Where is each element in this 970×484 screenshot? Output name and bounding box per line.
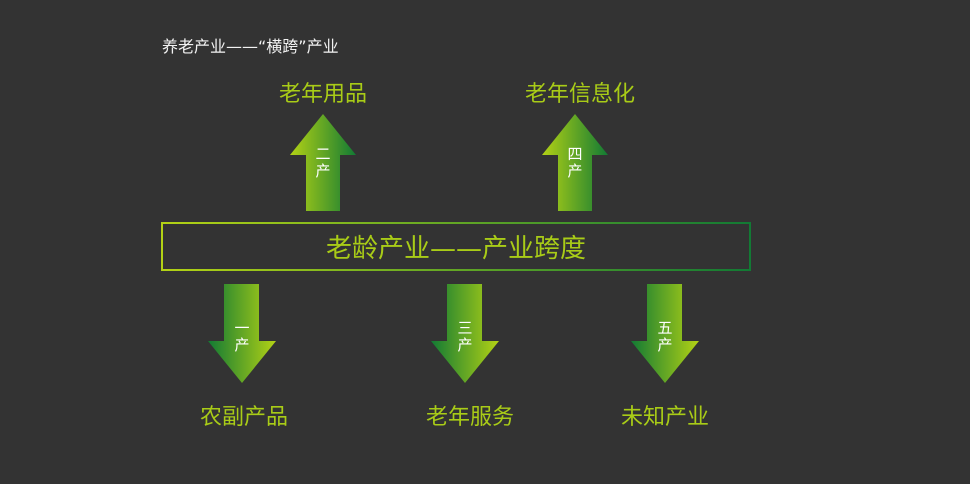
center-label: 老龄产业——产业跨度: [325, 234, 586, 264]
down-arrow-tertiary: 三产: [430, 283, 500, 384]
up-arrow-quaternary: 四产: [541, 112, 609, 212]
up-arrow-secondary: 二产: [289, 112, 357, 212]
up-label-elderly-products: 老年用品: [278, 82, 368, 107]
arrow-down-icon: [431, 284, 499, 383]
sector-label: 二产: [315, 145, 331, 180]
down-label-agricultural-products: 农副产品: [199, 405, 289, 430]
center-box: 老龄产业——产业跨度: [161, 222, 751, 271]
down-label-elderly-services: 老年服务: [425, 405, 515, 430]
sector-label: 三产: [457, 319, 473, 354]
slide-title: 养老产业——“横跨”产业: [162, 37, 339, 56]
arrow-up-icon: [290, 114, 356, 211]
sector-label: 四产: [567, 145, 583, 180]
down-arrow-quinary: 五产: [630, 283, 700, 384]
sector-label: 一产: [234, 319, 250, 354]
down-arrow-primary: 一产: [207, 283, 277, 384]
arrow-down-icon: [631, 284, 699, 383]
arrow-up-icon: [542, 114, 608, 211]
sector-label: 五产: [657, 319, 673, 354]
down-label-unknown-industry: 未知产业: [620, 405, 710, 430]
arrow-down-icon: [208, 284, 276, 383]
up-label-elderly-informatization: 老年信息化: [524, 82, 636, 107]
